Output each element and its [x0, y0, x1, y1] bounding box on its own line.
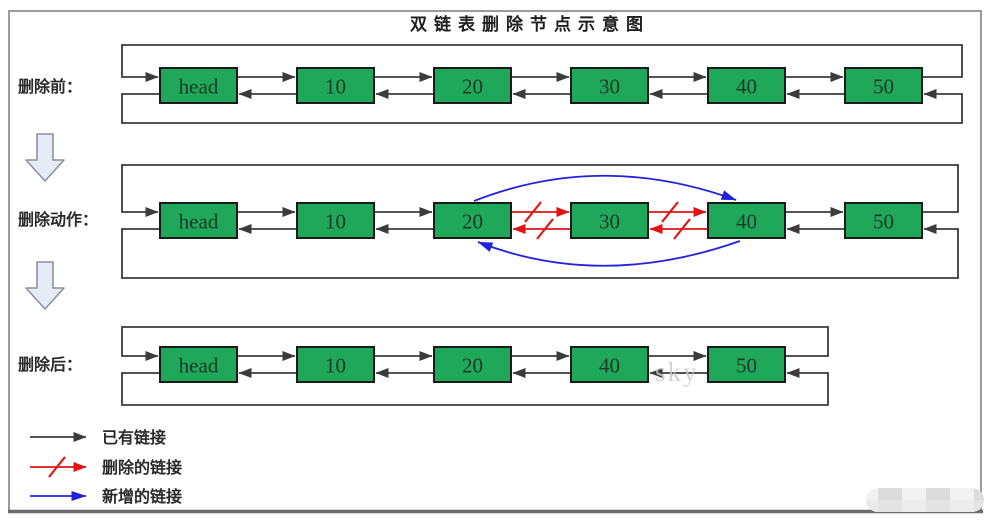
- node-box: [296, 346, 375, 383]
- row-label-after: 删除后：: [18, 355, 82, 374]
- down-arrow-icon: [25, 261, 65, 310]
- wrap-prev-link: [121, 368, 829, 406]
- blur-tile: [902, 488, 914, 500]
- legend-label-existing: 已有链接: [102, 428, 166, 447]
- blur-tile: [926, 488, 938, 500]
- node-label: 40: [599, 354, 620, 378]
- blur-tile: [914, 488, 926, 500]
- blurred-watermark: [866, 488, 984, 512]
- blur-tile: [902, 500, 914, 512]
- sky-watermark-text: sky: [655, 357, 699, 387]
- legend-arrows-layer: [30, 432, 87, 501]
- diagram-title: 双链表删除节点示意图: [410, 14, 650, 34]
- blur-tile: [926, 500, 938, 512]
- node-label: head: [179, 354, 219, 378]
- row-1-diagram: head 10 20 30 40 50: [121, 164, 959, 279]
- row-label-action: 删除动作：: [18, 210, 98, 229]
- blur-tile: [974, 500, 984, 512]
- node-label: head: [179, 210, 219, 234]
- added-prev-link-arc: [477, 240, 741, 267]
- wrap-prev-link: [121, 89, 963, 124]
- node-label: 10: [325, 75, 346, 99]
- deleted-slash-mark: [536, 218, 554, 240]
- blur-tile: [914, 500, 926, 512]
- down-arrow-icon: [25, 133, 65, 182]
- down-arrows-layer: [25, 133, 65, 310]
- node-label: 20: [462, 210, 483, 234]
- blur-tile: [866, 488, 878, 500]
- node-box: [844, 202, 923, 239]
- deleted-slash-mark: [524, 201, 542, 223]
- node-label: 50: [736, 354, 757, 378]
- node-box: [570, 202, 649, 239]
- blur-tile: [974, 488, 984, 500]
- blur-tile: [962, 500, 974, 512]
- blur-tile: [938, 488, 950, 500]
- blur-tile: [950, 488, 962, 500]
- node-box: [707, 67, 786, 104]
- node-box: [433, 67, 512, 104]
- node-box: [296, 202, 375, 239]
- deleted-slash-mark: [661, 201, 679, 223]
- node-label: 20: [462, 354, 483, 378]
- node-label: 30: [599, 210, 620, 234]
- row-label-before: 删除前：: [18, 77, 82, 96]
- node-box: [707, 202, 786, 239]
- added-next-link-arc: [473, 174, 737, 202]
- node-box: [570, 346, 649, 383]
- node-box: [570, 67, 649, 104]
- wrap-next-link: [121, 44, 963, 82]
- node-box: [159, 67, 238, 104]
- node-label: 20: [462, 75, 483, 99]
- node-box: [707, 346, 786, 383]
- row-0-diagram: head 10 20 30 40 50: [121, 44, 963, 124]
- blur-tile: [890, 488, 902, 500]
- wrap-next-link: [121, 326, 829, 361]
- node-label: 10: [325, 354, 346, 378]
- node-box: [159, 202, 238, 239]
- node-label: 40: [736, 210, 757, 234]
- row-2-diagram: head 10 20 40 50: [121, 326, 829, 406]
- node-label: 40: [736, 75, 757, 99]
- node-label: 10: [325, 210, 346, 234]
- node-label: 30: [599, 75, 620, 99]
- blur-tile: [962, 488, 974, 500]
- blur-tile: [878, 488, 890, 500]
- node-box: [296, 67, 375, 104]
- legend-label-deleted: 删除的链接: [102, 458, 182, 477]
- blur-tile: [878, 500, 890, 512]
- node-label: 50: [873, 75, 894, 99]
- legend-label-added: 新增的链接: [102, 487, 182, 506]
- blur-tile: [950, 500, 962, 512]
- wrap-prev-link: [121, 224, 959, 279]
- blur-tile: [890, 500, 902, 512]
- node-label: head: [179, 75, 219, 99]
- node-box: [159, 346, 238, 383]
- node-box: [433, 202, 512, 239]
- node-box: [433, 346, 512, 383]
- wrap-next-link: [121, 164, 959, 217]
- node-label: 50: [873, 210, 894, 234]
- node-box: [844, 67, 923, 104]
- blur-tile: [938, 500, 950, 512]
- deleted-slash-mark: [48, 456, 66, 478]
- deleted-slash-mark: [673, 218, 691, 240]
